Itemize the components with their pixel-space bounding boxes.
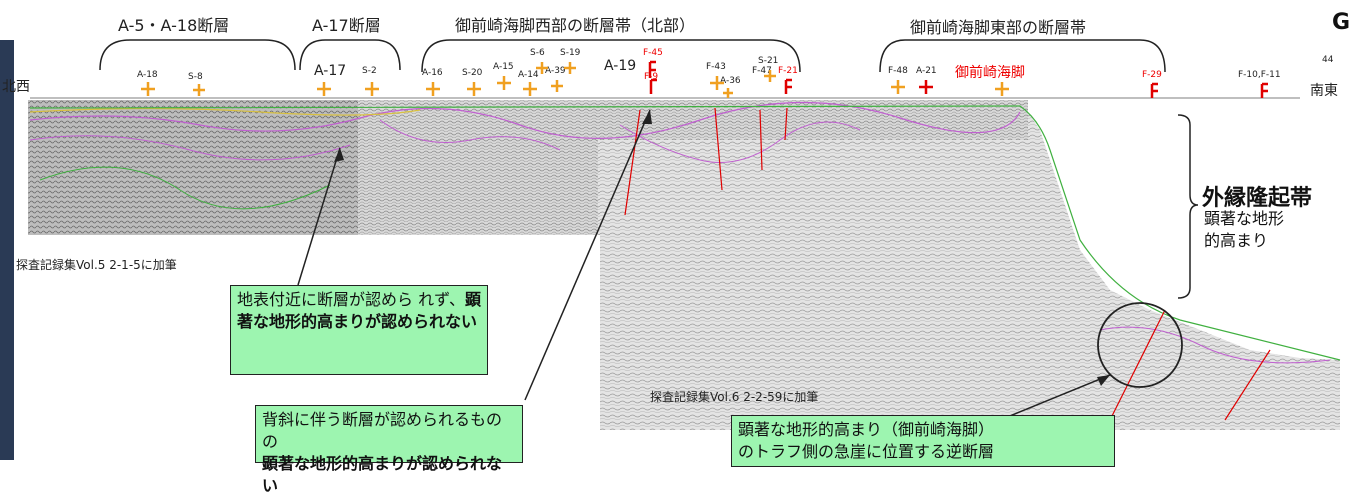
fault-label-s19: S-19	[560, 48, 581, 58]
callout-3-line2: のトラフ側の急崖に位置する逆断層	[738, 442, 995, 461]
fault-label-f29: F-29	[1142, 70, 1162, 80]
bracket-label-west-north: 御前崎海脚西部の断層帯（北部）	[455, 16, 696, 35]
caption-vol5: 探査記録集Vol.5 2-1-5に加筆	[16, 258, 177, 272]
marker-a14	[523, 82, 537, 96]
marker-f29	[1150, 82, 1158, 98]
fault-label-a39: A-39	[545, 66, 566, 76]
fault-label-s6: S-6	[530, 48, 545, 58]
fault-label-s20: S-20	[462, 68, 483, 78]
marker-f43	[710, 76, 724, 90]
direction-southeast: 南東	[1310, 83, 1338, 99]
callout-reverse-fault: 顕著な地形的高まり（御前崎海脚） のトラフ側の急崖に位置する逆断層	[731, 415, 1115, 467]
marker-a16	[426, 82, 440, 96]
callout-2-bold: 顕著な地形的高まりが認められない	[262, 454, 503, 495]
callout-1-normal: 地表付近に断層が認めら れず、	[237, 290, 465, 309]
fault-label-a14: A-14	[518, 70, 539, 80]
fault-label-44: 44	[1322, 55, 1334, 65]
marker-a36	[723, 88, 733, 98]
fault-markers	[141, 60, 1268, 98]
marker-spur	[995, 82, 1009, 96]
marker-f9	[649, 78, 657, 94]
fault-label-a15: A-15	[493, 62, 514, 72]
callout-1-bold: 顕著な地形的高まりが認められない	[237, 290, 481, 331]
outer-uplift-zone-title: 外縁隆起帯	[1202, 186, 1313, 211]
marker-s21	[764, 70, 776, 82]
fault-label-s8: S-8	[188, 72, 203, 82]
fault-label-a36: A-36	[720, 76, 741, 86]
corner-label: G	[1332, 10, 1351, 35]
marker-a17	[317, 82, 331, 96]
fault-label-s21: S-21	[758, 56, 779, 66]
fault-label-a16: A-16	[422, 68, 443, 78]
marker-s2	[365, 82, 379, 96]
bracket-label-a17: A-17断層	[312, 16, 381, 35]
fault-label-f21: F-21	[778, 66, 798, 76]
marker-s19	[564, 62, 576, 74]
callout-3-line1: 顕著な地形的高まり（御前崎海脚）	[738, 420, 995, 439]
bracket-label-east: 御前崎海脚東部の断層帯	[910, 18, 1087, 37]
marker-a39	[551, 80, 563, 92]
marker-a15	[497, 76, 511, 90]
fault-label-a18: A-18	[137, 70, 158, 80]
marker-s6	[536, 62, 548, 74]
direction-northwest: 北西	[2, 79, 30, 95]
fault-label-omaezaki-spur: 御前崎海脚	[955, 65, 1025, 81]
fault-label-f45: F-45	[643, 48, 663, 58]
fault-label-f10-f11: F-10,F-11	[1238, 70, 1281, 80]
marker-f48	[891, 80, 905, 94]
fault-label-a21: A-21	[916, 66, 937, 76]
fault-label-f47: F-47	[752, 66, 772, 76]
outer-uplift-line1: 顕著な地形	[1204, 209, 1285, 228]
marker-s8	[193, 84, 205, 96]
callout-anticline-fault: 背斜に伴う断層が認められるものの 顕著な地形的高まりが認められない	[255, 405, 523, 495]
fault-label-a19: A-19	[604, 58, 637, 74]
seismic-section	[0, 39, 1341, 460]
marker-f45	[648, 60, 656, 78]
marker-a18	[141, 82, 155, 96]
fault-label-f43: F-43	[706, 62, 726, 72]
fault-label-s2: S-2	[362, 66, 377, 76]
bracket-label-a5-a18: A-5・A-18断層	[118, 16, 230, 35]
outer-uplift-line2: 的高まり	[1204, 231, 1269, 250]
callout-no-fault-near-surface: 地表付近に断層が認めら れず、顕著な地形的高まりが認められない	[230, 285, 488, 375]
marker-a21	[919, 80, 933, 94]
caption-vol6: 探査記録集Vol.6 2-2-59に加筆	[650, 390, 819, 404]
fault-label-a17: A-17	[314, 63, 347, 79]
callout-2-normal: 背斜に伴う断層が認められるものの	[262, 410, 503, 451]
marker-f10-f11	[1260, 82, 1268, 98]
marker-s20	[467, 82, 481, 96]
marker-f21	[784, 78, 792, 94]
fault-label-f48: F-48	[888, 66, 908, 76]
